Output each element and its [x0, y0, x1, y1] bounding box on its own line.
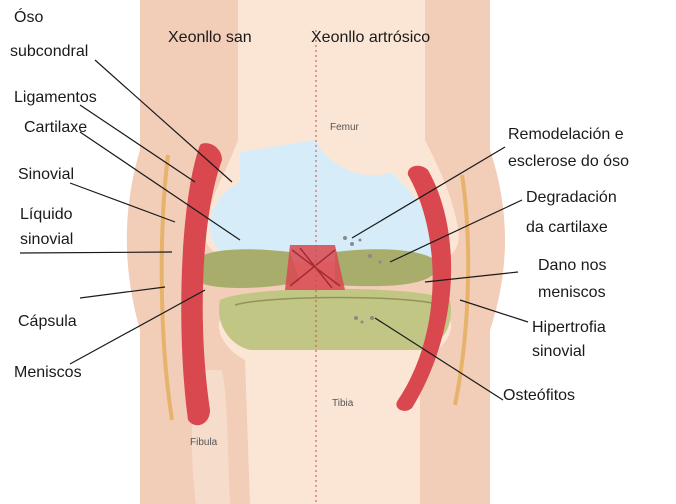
header-arthritic: Xeonllo artrósico: [311, 28, 430, 48]
label-capsule: Cápsula: [18, 312, 77, 332]
label-fluid-2: sinovial: [20, 230, 73, 250]
label-degradation-2: da cartilaxe: [526, 218, 608, 238]
label-subchondral-1: Óso: [14, 8, 43, 28]
label-synovial: Sinovial: [18, 165, 74, 185]
label-meniscus-damage-1: Dano nos: [538, 256, 607, 276]
label-degradation-1: Degradación: [526, 188, 617, 208]
meniscus-left: [195, 249, 300, 288]
label-fluid-1: Líquido: [20, 205, 73, 225]
label-remodel-2: esclerose do óso: [508, 152, 629, 172]
label-cartilage: Cartilaxe: [24, 118, 87, 138]
label-subchondral-2: subcondral: [10, 42, 88, 62]
label-osteophytes: Osteófitos: [503, 386, 575, 406]
label-meniscus-damage-2: meniscos: [538, 283, 606, 303]
tibia-label: Tibia: [332, 398, 353, 410]
label-menisci: Meniscos: [14, 363, 82, 383]
label-hypertrophy-1: Hipertrofia: [532, 318, 606, 338]
label-remodel-1: Remodelación e: [508, 125, 624, 145]
header-healthy: Xeonllo san: [168, 28, 252, 48]
label-ligaments: Ligamentos: [14, 88, 97, 108]
femur-label: Femur: [330, 122, 359, 134]
fibula-label: Fibula: [190, 437, 217, 449]
label-hypertrophy-2: sinovial: [532, 342, 585, 362]
